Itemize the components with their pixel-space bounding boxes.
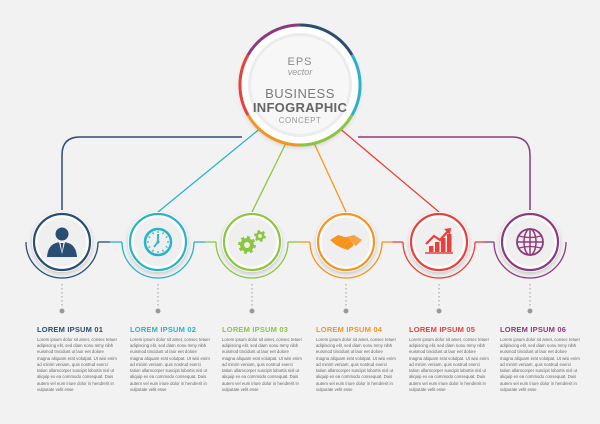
- connector-line: [313, 142, 347, 213]
- step-title: LOREM IPSUM 04: [316, 325, 383, 334]
- step-body: Lorem ipsum dolor sit amet, consec tetue…: [409, 337, 490, 392]
- step-node: [222, 212, 282, 272]
- node-arc: [215, 241, 289, 279]
- connector-line: [337, 126, 440, 213]
- node-arc: [493, 241, 567, 279]
- step-title: LOREM IPSUM 05: [409, 325, 476, 334]
- hub-title-line1: BUSINESS: [265, 86, 335, 101]
- step-body: Lorem ipsum dolor sit amet, consec tetue…: [500, 337, 581, 392]
- central-hub: [238, 23, 362, 147]
- step-node: [128, 212, 188, 272]
- step-item: LOREM IPSUM 01 Lorem ipsum dolor sit ame…: [37, 325, 117, 393]
- step-title: LOREM IPSUM 02: [130, 325, 197, 334]
- step-node: [409, 212, 469, 272]
- step-body: Lorem ipsum dolor sit amet, consec tetue…: [130, 337, 211, 392]
- step-item: LOREM IPSUM 03 Lorem ipsum dolor sit ame…: [222, 325, 302, 393]
- step-item: LOREM IPSUM 06 Lorem ipsum dolor sit ame…: [500, 325, 580, 393]
- handshake-icon: [330, 235, 362, 250]
- step-item: LOREM IPSUM 02 Lorem ipsum dolor sit ame…: [130, 325, 210, 393]
- step-title: LOREM IPSUM 03: [222, 325, 289, 334]
- hub-vector-label: vector: [287, 67, 313, 77]
- step-nodes: [32, 212, 560, 272]
- clock-icon: [143, 227, 173, 257]
- node-arc: [121, 241, 195, 279]
- stem-dot: [436, 308, 442, 314]
- growth-chart-icon: [425, 228, 453, 254]
- step-node: [32, 212, 92, 272]
- step-node: [316, 212, 376, 272]
- node-arc: [25, 241, 99, 279]
- step-body: Lorem ipsum dolor sit amet, consec tetue…: [316, 337, 397, 392]
- step-title: LOREM IPSUM 01: [37, 325, 104, 334]
- stem-dot: [343, 308, 349, 314]
- step-item: LOREM IPSUM 04 Lorem ipsum dolor sit ame…: [316, 325, 396, 393]
- node-arc: [402, 241, 476, 279]
- stem-dot: [155, 308, 161, 314]
- stem-dot: [59, 308, 65, 314]
- outer-connectors: [61, 136, 531, 210]
- step-title: LOREM IPSUM 06: [500, 325, 567, 334]
- bottom-arcs: [25, 241, 567, 279]
- connector-line: [251, 142, 287, 213]
- step-item: LOREM IPSUM 05 Lorem ipsum dolor sit ame…: [409, 325, 489, 393]
- stem-dot: [527, 308, 533, 314]
- step-body: Lorem ipsum dolor sit amet, consec tetue…: [37, 337, 118, 392]
- connector-line: [157, 126, 263, 213]
- gears-icon: [238, 230, 266, 254]
- hub-eps-label: EPS: [287, 56, 313, 68]
- businessman-icon: [47, 227, 77, 257]
- step-node: [500, 212, 560, 272]
- node-arc: [309, 241, 383, 279]
- globe-icon: [516, 228, 544, 256]
- hub-subtitle: CONCEPT: [278, 116, 322, 125]
- step-body: Lorem ipsum dolor sit amet, consec tetue…: [222, 337, 303, 392]
- diagonal-connectors: [157, 126, 440, 213]
- dotted-stems: [59, 284, 533, 314]
- hub-title-line2: INFOGRAPHIC: [252, 100, 348, 115]
- stem-dot: [249, 308, 255, 314]
